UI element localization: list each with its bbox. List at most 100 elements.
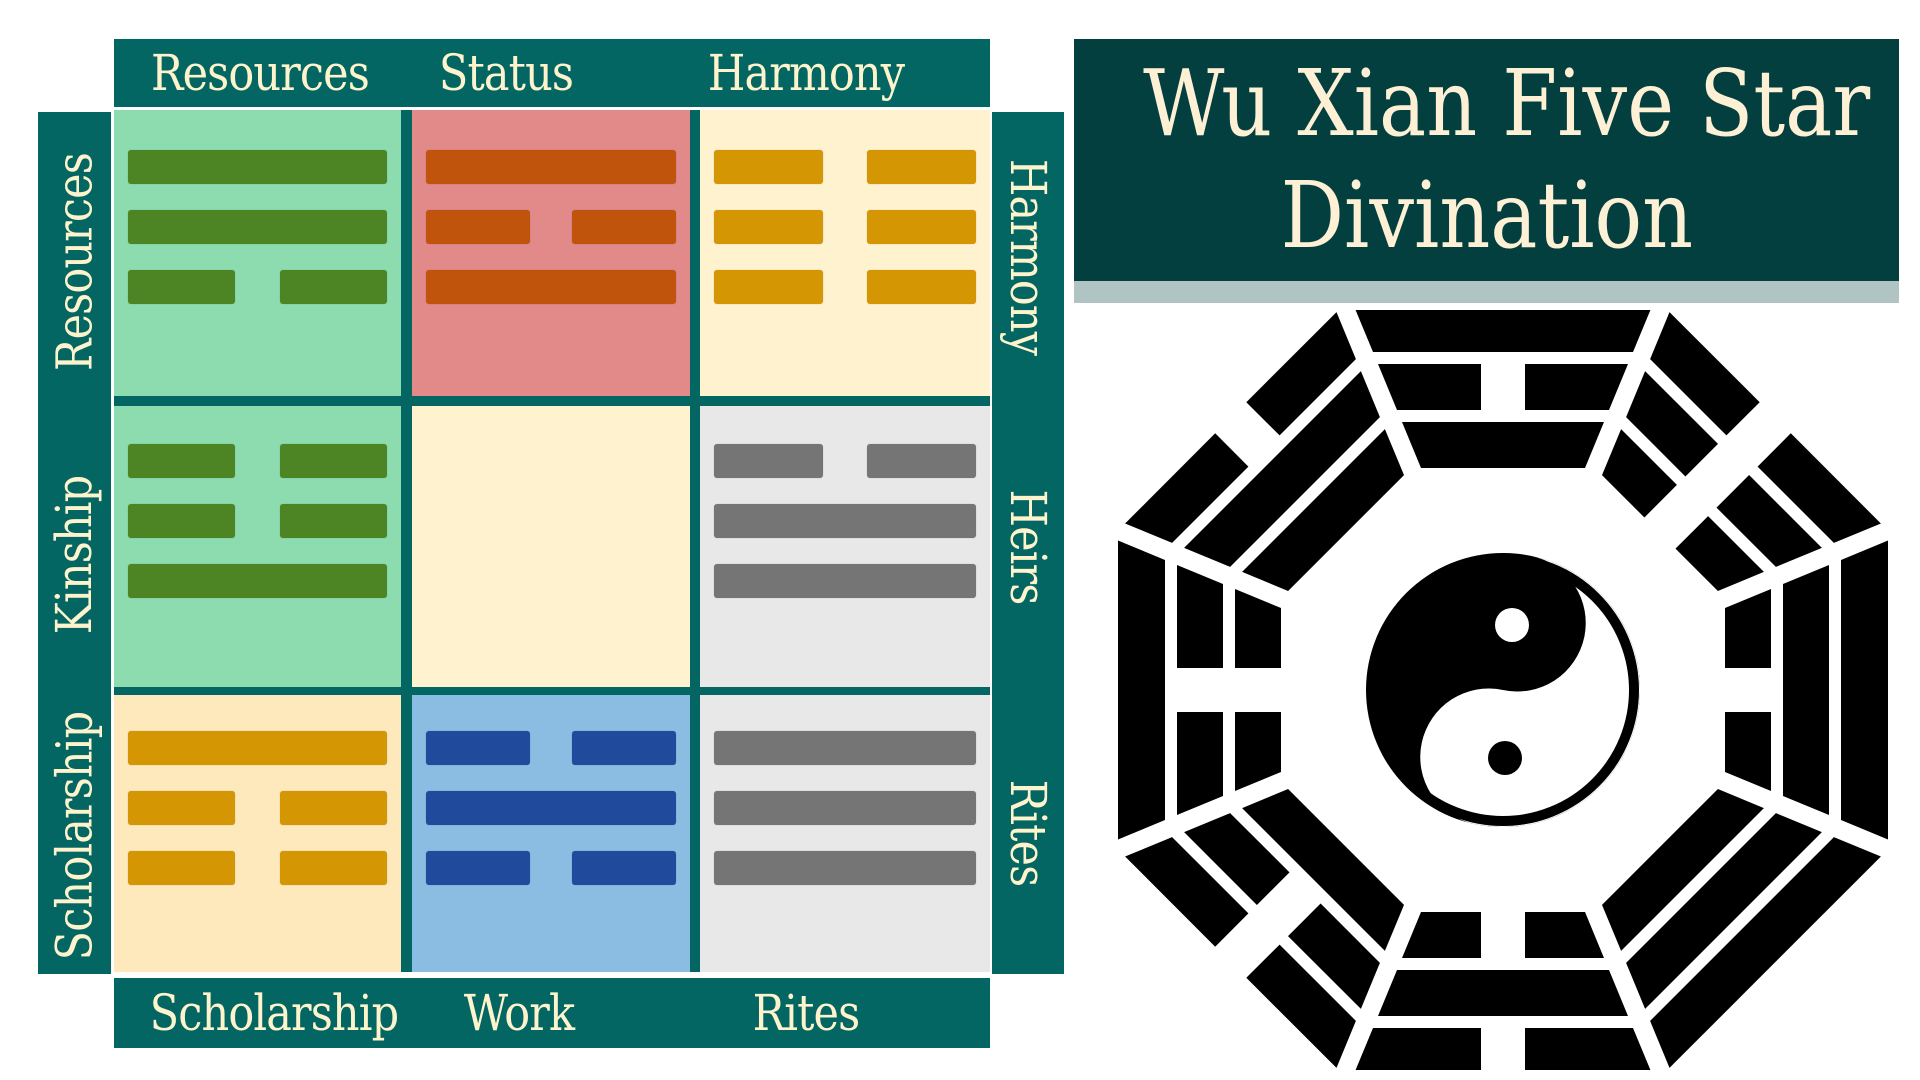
bottom-label-bar: Scholarship Work Rites (114, 978, 990, 1048)
trigram-line-solid (128, 210, 387, 244)
bagua-line-broken-segment (1626, 371, 1718, 477)
trigram-line-broken-segment (426, 210, 530, 244)
trigram-line-solid (714, 564, 976, 598)
bagua-line-broken-segment (1246, 944, 1356, 1068)
trigram-line-solid (128, 564, 387, 598)
bagua-line-broken-segment (1235, 712, 1281, 791)
bottom-label-work: Work (463, 984, 575, 1042)
trigram-line-broken-segment (128, 791, 235, 825)
bagua-line-broken-segment (1378, 364, 1481, 410)
rites-cell (700, 695, 990, 972)
bagua-line-broken-segment (1650, 312, 1760, 436)
bagua-line-broken-segment (1716, 475, 1822, 567)
left-label-scholarship-wrap: Scholarship (38, 697, 111, 974)
trigram-line-solid (426, 150, 676, 184)
trigram-line-broken-segment (426, 731, 530, 765)
trigram-line-broken-segment (572, 210, 676, 244)
trigram-line-broken-segment (128, 444, 235, 478)
bagua-line-broken-segment (1602, 429, 1677, 518)
trigram-line-broken-segment (867, 444, 976, 478)
trigram-line-broken-segment (128, 851, 235, 885)
trigram-line-broken-segment (426, 851, 530, 885)
trigram-line-broken-segment (280, 851, 387, 885)
top-label-resources: Resources (151, 44, 370, 102)
right-label-bar: Harmony Heirs Rites (992, 112, 1064, 974)
bagua-line-solid (1402, 422, 1604, 468)
bagua-yin-yang-icon (1118, 310, 1888, 1070)
trigram-line-broken-segment (572, 731, 676, 765)
left-label-resources-wrap: Resources (38, 112, 111, 412)
trigram-line-solid (426, 270, 676, 304)
status-cell (412, 110, 690, 396)
left-label-kinship: Kinship (45, 475, 104, 634)
bagua-line-solid (1242, 429, 1404, 591)
bagua-trigrams (1118, 310, 1888, 1070)
trigram-line-broken-segment (867, 210, 976, 244)
bagua-line-broken-segment (1288, 903, 1380, 1009)
bagua-line-broken-segment (1125, 837, 1249, 947)
trigram-line-broken-segment (714, 210, 823, 244)
yin-yang-icon (1366, 553, 1640, 827)
trigram-line-broken-segment (572, 851, 676, 885)
bagua-line-broken-segment (1675, 516, 1764, 591)
bagua-line-broken-segment (1525, 912, 1604, 958)
resources-cell (114, 110, 401, 396)
trigram-line-solid (128, 150, 387, 184)
right-label-heirs: Heirs (999, 489, 1057, 605)
top-label-harmony: Harmony (707, 44, 905, 102)
trigram-line-solid (714, 791, 976, 825)
bagua-line-broken-segment (1177, 565, 1223, 668)
right-label-rites: Rites (999, 779, 1058, 887)
trigram-line-solid (714, 731, 976, 765)
right-label-heirs-wrap: Heirs (992, 402, 1064, 692)
right-label-rites-wrap: Rites (992, 692, 1064, 974)
bagua-line-broken-segment (1235, 589, 1281, 668)
trigram-line-broken-segment (280, 270, 387, 304)
bagua-line-solid (1841, 540, 1888, 840)
trigram-line-solid (714, 851, 976, 885)
center-cell (412, 406, 690, 687)
bagua-line-broken-segment (1725, 589, 1771, 668)
bagua-line-solid (1378, 970, 1628, 1016)
bagua-line-broken-segment (1725, 712, 1771, 791)
trigram-grid (114, 110, 990, 972)
scholarship-cell (114, 695, 401, 972)
trigram-line-solid (426, 791, 676, 825)
title-line-1: Wu Xian Five Star (1143, 50, 1870, 157)
bagua-line-solid (1355, 310, 1651, 352)
bottom-label-rites: Rites (752, 984, 860, 1042)
bagua-line-broken-segment (1177, 712, 1223, 815)
trigram-line-broken-segment (280, 504, 387, 538)
right-label-harmony-wrap: Harmony (992, 112, 1064, 402)
heirs-cell (700, 406, 990, 687)
bagua-line-solid (1650, 837, 1881, 1068)
work-cell (412, 695, 690, 972)
bagua-line-solid (1118, 540, 1165, 840)
bagua-line-broken-segment (1125, 433, 1249, 543)
left-label-bar: Resources Kinship Scholarship (38, 112, 111, 974)
trigram-line-solid (128, 731, 387, 765)
bagua-line-broken-segment (1525, 364, 1628, 410)
bagua-line-solid (1602, 789, 1764, 951)
bagua-line-solid (1783, 565, 1829, 815)
bagua-line-broken-segment (1355, 1028, 1481, 1070)
bagua-line-broken-segment (1525, 1028, 1651, 1070)
bagua-line-broken-segment (1402, 912, 1481, 958)
harmony-cell (700, 110, 990, 396)
bagua-line-broken-segment (1757, 433, 1881, 543)
bagua-line-broken-segment (1246, 312, 1356, 436)
left-label-kinship-wrap: Kinship (38, 412, 111, 697)
top-label-bar: Resources Status Harmony (114, 39, 990, 107)
trigram-line-broken-segment (128, 270, 235, 304)
bagua-line-solid (1626, 813, 1822, 1009)
bagua-line-broken-segment (1184, 813, 1290, 905)
bottom-label-scholarship: Scholarship (149, 984, 400, 1042)
right-label-harmony: Harmony (999, 158, 1057, 356)
bagua-line-solid (1242, 789, 1404, 951)
trigram-line-broken-segment (867, 150, 976, 184)
trigram-line-broken-segment (280, 444, 387, 478)
trigram-line-broken-segment (867, 270, 976, 304)
trigram-line-broken-segment (280, 791, 387, 825)
title-line-2: Divination (1280, 162, 1693, 269)
title-panel: Wu Xian Five Star Divination (1074, 39, 1899, 281)
